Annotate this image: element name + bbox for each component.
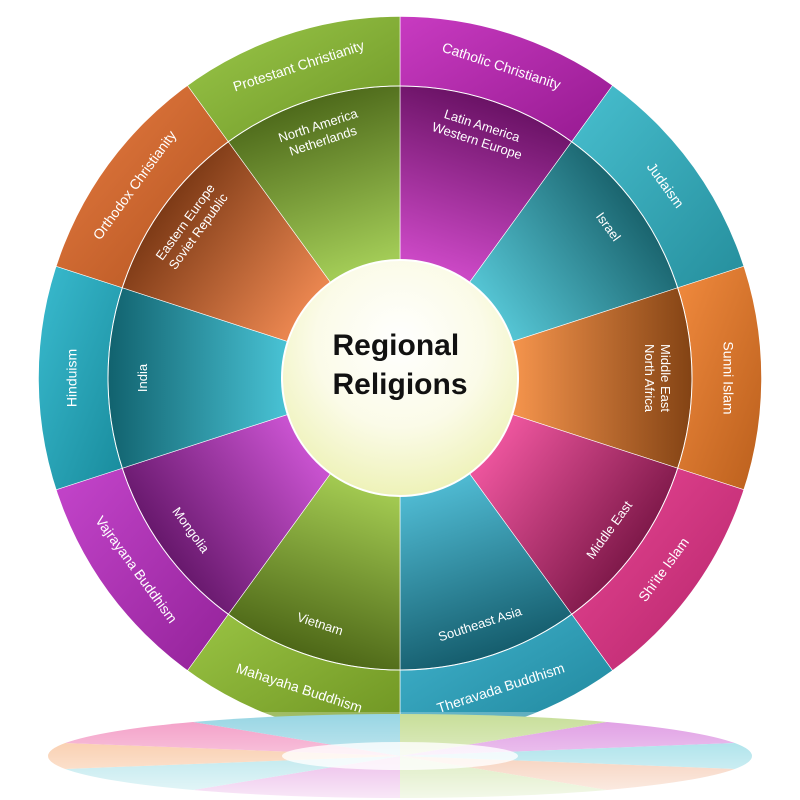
center-hub	[281, 259, 519, 497]
reflection-fade	[48, 712, 752, 800]
region-label-hinduism: India	[135, 363, 150, 392]
region-line: India	[135, 363, 150, 392]
inner-ring-edge	[107, 85, 693, 671]
wheel-reflection	[48, 712, 752, 800]
wheel-title-line-2: Religions	[332, 368, 467, 401]
wheel-title: Regional Religions	[332, 329, 467, 401]
inner-ring	[107, 85, 693, 671]
region-label-sunni-islam: Middle EastNorth Africa	[642, 344, 673, 413]
region-line: North Africa	[642, 344, 657, 413]
region-line: Middle East	[658, 344, 673, 412]
outer-ring	[37, 15, 763, 741]
religion-label-sunni-islam: Sunni Islam	[720, 341, 736, 414]
religion-label-hinduism: Hinduism	[64, 349, 80, 407]
wheel-title-line-1: Regional	[332, 329, 459, 362]
reflection-svg	[48, 712, 752, 800]
